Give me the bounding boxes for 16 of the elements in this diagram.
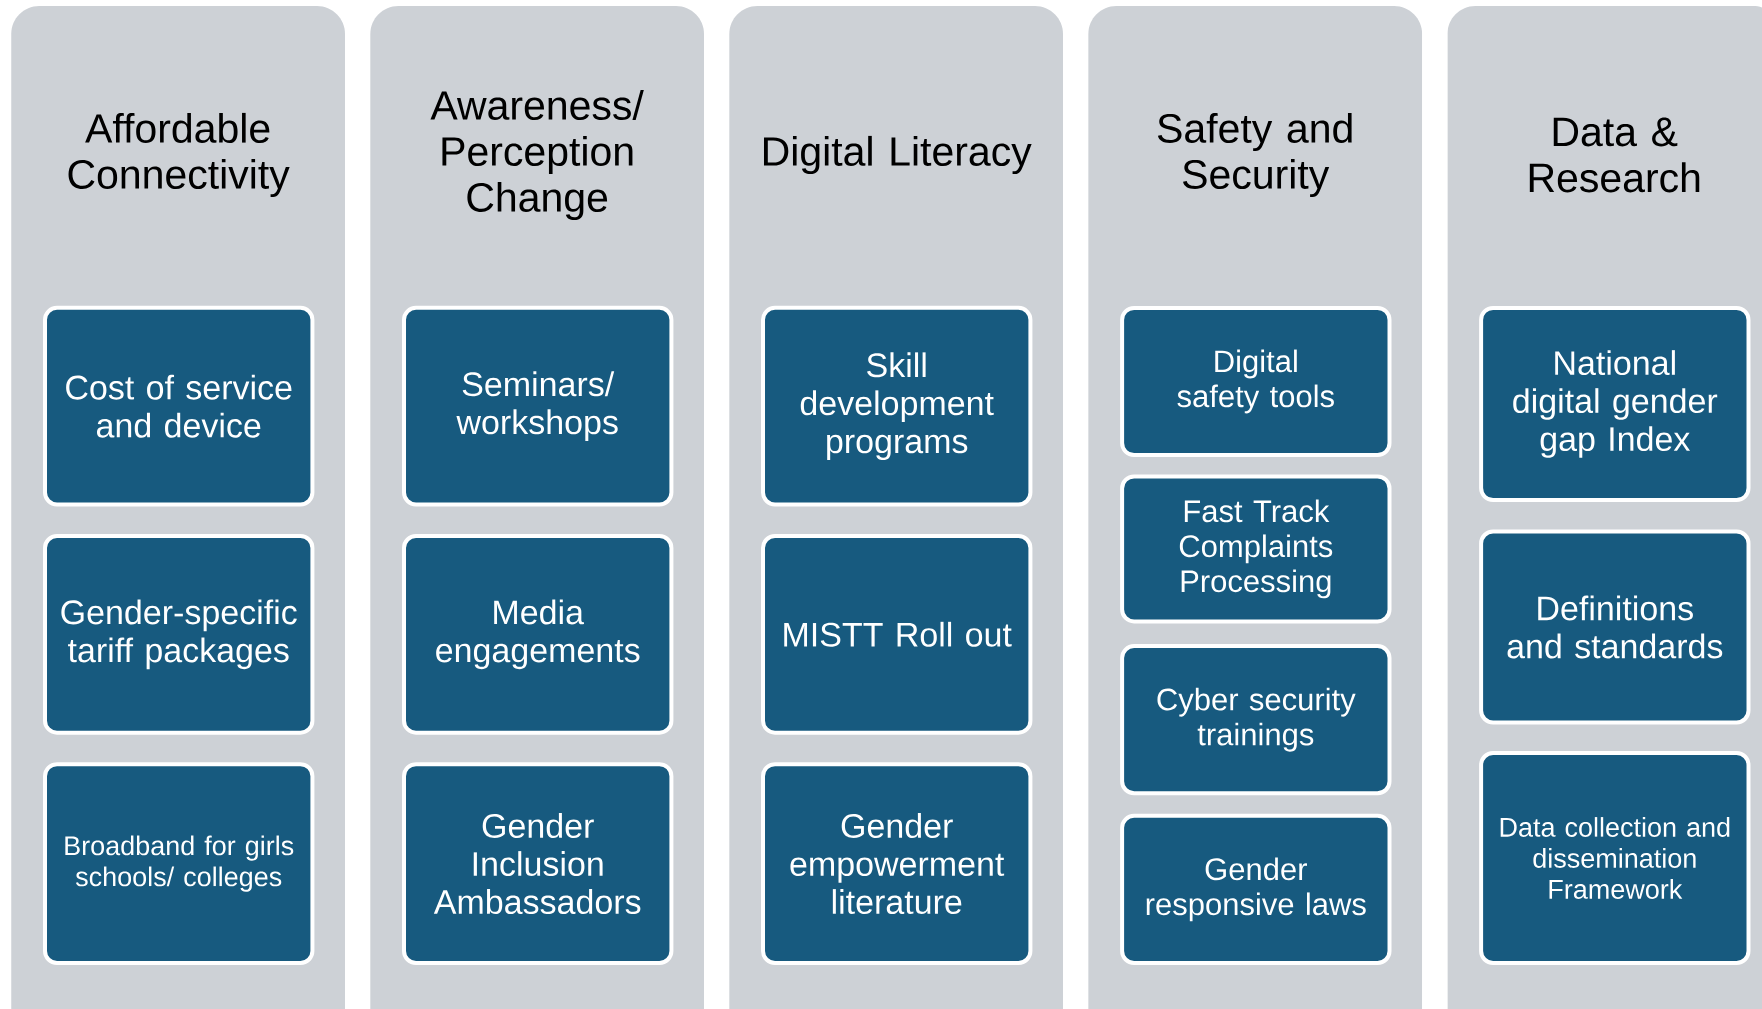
- item-box: Cost of service and device: [43, 305, 315, 507]
- item-box: Data collection and dissemination Framework: [1479, 750, 1751, 966]
- item-box: Digital safety tools: [1120, 305, 1392, 458]
- item-box: Fast Track Complaints Processing: [1120, 474, 1392, 624]
- item-box: Seminars/ workshops: [402, 305, 674, 507]
- item-box: Gender empowerment literature: [761, 762, 1033, 966]
- item-box: National digital gender gap Index: [1479, 305, 1751, 503]
- item-box: Media engagements: [402, 533, 674, 735]
- item-box: Gender responsive laws: [1120, 813, 1392, 965]
- item-box: Broadband for girls schools/ colleges: [43, 762, 315, 966]
- item-box: Definitions and standards: [1479, 529, 1751, 725]
- item-box: Gender Inclusion Ambassadors: [402, 762, 674, 966]
- item-box: Cyber security trainings: [1120, 644, 1392, 796]
- item-box: Skill development programs: [761, 305, 1033, 507]
- item-box: MISTT Roll out: [761, 533, 1033, 735]
- item-box: Gender-specific tariff packages: [43, 533, 315, 735]
